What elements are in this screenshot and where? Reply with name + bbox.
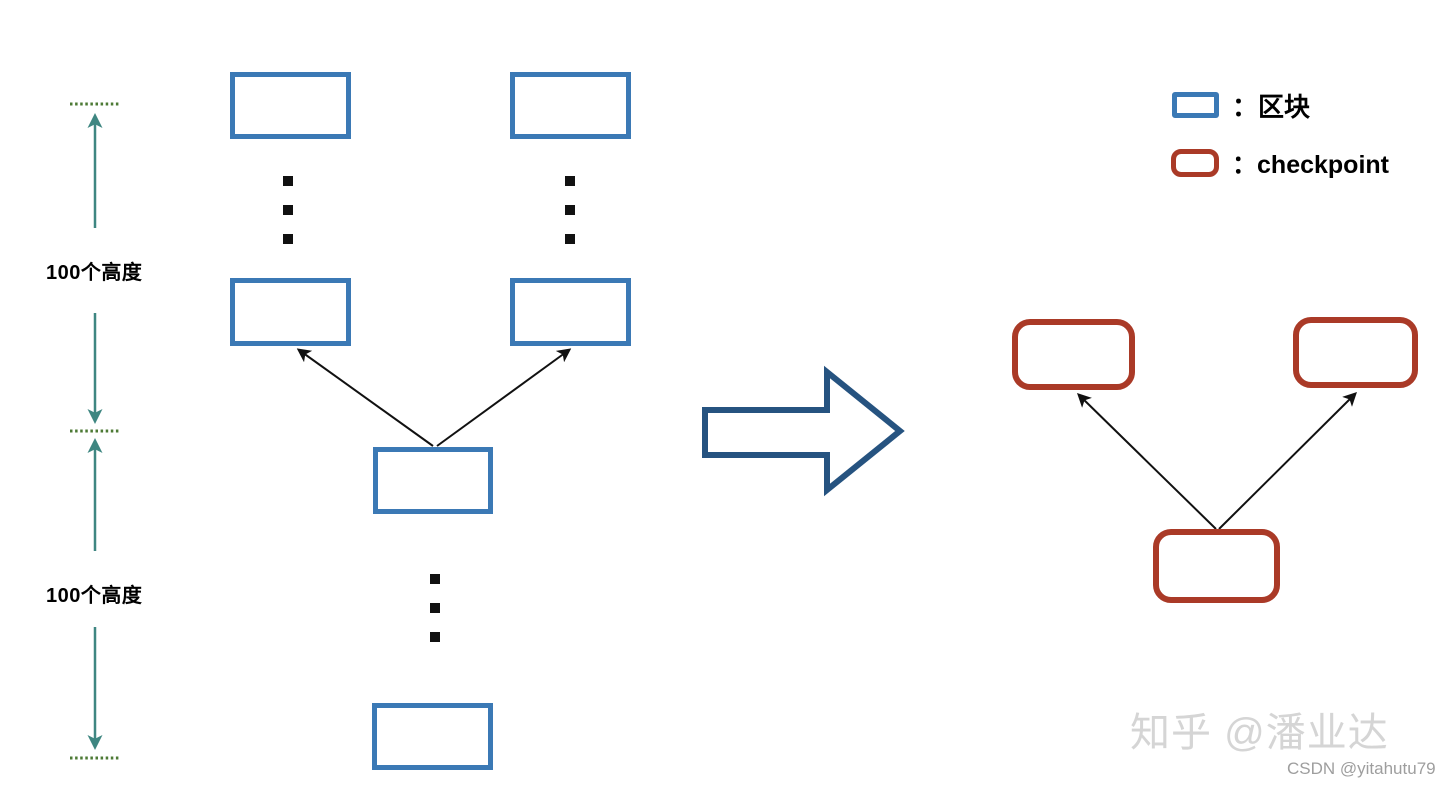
legend-checkpoint-label: checkpoint [1257, 151, 1389, 179]
csdn-watermark: CSDN @yitahutu79 [1287, 759, 1436, 778]
transform-arrow-icon [702, 365, 905, 497]
ellipsis-bottom-column [430, 574, 440, 642]
zhihu-watermark: 知乎 @潘业达 [1130, 711, 1389, 755]
legend-checkpoint-text: ：checkpoint [1232, 145, 1389, 181]
legend-row-block: ：区块 [1172, 88, 1310, 122]
checkpoint-swatch-icon [1171, 149, 1219, 177]
ellipsis-dot [283, 176, 293, 186]
fork-arrow-left [296, 348, 434, 447]
ellipsis-dot [565, 176, 575, 186]
ellipsis-left-column [283, 176, 293, 244]
block-fork-origin [373, 447, 493, 514]
legend-colon: ： [1232, 91, 1259, 122]
checkpoint-arrow-right [1218, 392, 1357, 530]
block-mid-left [230, 278, 351, 346]
checkpoint-arrow-left [1076, 393, 1217, 530]
ellipsis-dot [430, 632, 440, 642]
height-label-upper: 100个高度 [46, 262, 143, 284]
ellipsis-dot [283, 205, 293, 215]
block-mid-right [510, 278, 631, 346]
ellipsis-dot [283, 234, 293, 244]
checkpoint-bottom [1153, 529, 1280, 603]
ellipsis-dot [430, 574, 440, 584]
legend-colon: ： [1232, 151, 1258, 179]
block-swatch-icon [1172, 92, 1219, 118]
ellipsis-right-column [565, 176, 575, 244]
block-top-left [230, 72, 351, 139]
height-label-lower: 100个高度 [46, 585, 143, 607]
block-bottom [372, 703, 493, 770]
checkpoint-top-right [1293, 317, 1418, 388]
checkpoint-top-left [1012, 319, 1135, 390]
legend-block-label: 区块 [1258, 91, 1311, 122]
ellipsis-dot [565, 234, 575, 244]
block-top-right [510, 72, 631, 139]
legend-row-checkpoint: ：checkpoint [1171, 145, 1389, 181]
ellipsis-dot [565, 205, 575, 215]
legend-block-text: ：区块 [1232, 87, 1310, 124]
ellipsis-dot [430, 603, 440, 613]
fork-arrow-right [436, 348, 572, 447]
